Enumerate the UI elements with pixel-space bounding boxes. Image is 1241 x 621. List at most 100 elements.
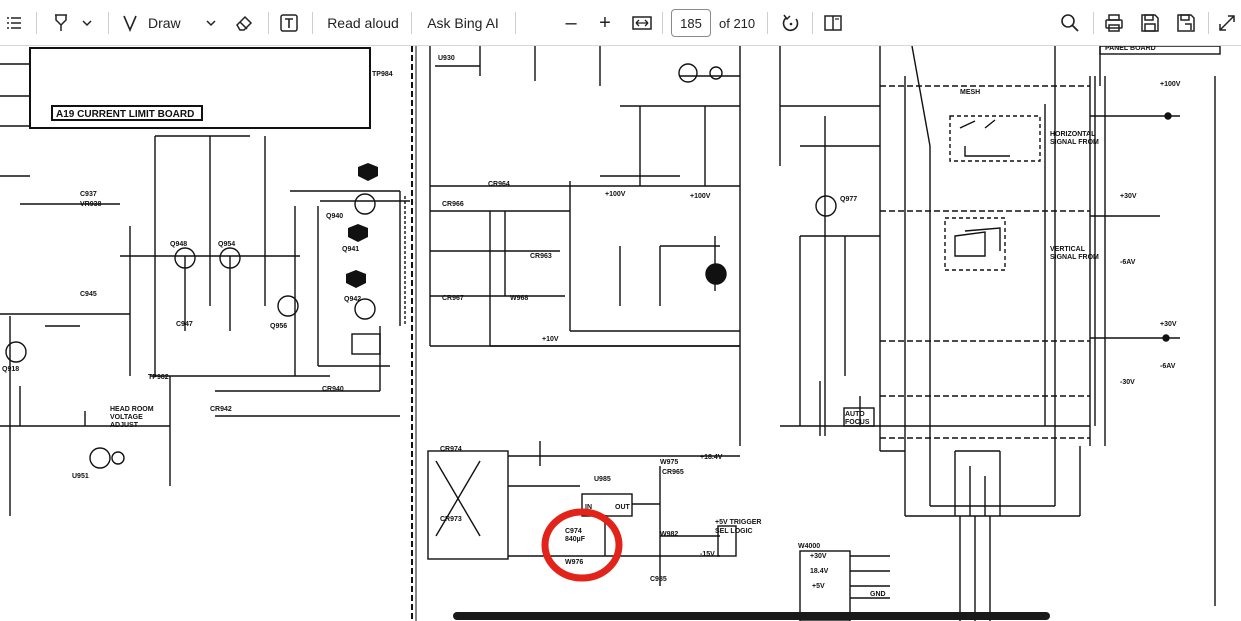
svg-text:W4000: W4000 <box>798 543 820 550</box>
svg-text:U930: U930 <box>438 55 455 62</box>
svg-text:CR964: CR964 <box>488 181 510 188</box>
svg-text:Q948: Q948 <box>170 241 187 248</box>
svg-text:+5V TRIGGER: +5V TRIGGER <box>715 519 761 526</box>
svg-text:W968: W968 <box>510 295 528 302</box>
toolbar-divider <box>1208 12 1209 34</box>
svg-text:AUTO: AUTO <box>845 411 865 418</box>
svg-text:Q942: Q942 <box>344 296 361 303</box>
svg-text:FOCUS: FOCUS <box>845 419 870 426</box>
highlighter-icon[interactable] <box>48 9 74 37</box>
toolbar-divider <box>108 12 109 34</box>
svg-text:VR938: VR938 <box>80 201 102 208</box>
toolbar-divider <box>515 12 516 34</box>
svg-text:-30V: -30V <box>1120 379 1135 386</box>
toolbar-divider <box>1093 12 1094 34</box>
draw-pen-icon <box>122 14 138 32</box>
search-icon[interactable] <box>1056 9 1084 37</box>
svg-text:+30V: +30V <box>1160 321 1177 328</box>
svg-text:+30V: +30V <box>810 553 827 560</box>
page-view-icon[interactable] <box>820 9 846 37</box>
toolbar-divider <box>812 12 813 34</box>
svg-text:Q977: Q977 <box>840 196 857 203</box>
save-icon[interactable] <box>1136 9 1164 37</box>
document-page[interactable]: A19 CURRENT LIMIT BOARD TP984 TP982 Q948… <box>0 46 1241 621</box>
svg-text:MESH: MESH <box>960 89 980 96</box>
toc-icon[interactable] <box>2 9 26 37</box>
read-aloud-button[interactable]: Read aloud <box>327 15 399 31</box>
toolbar-divider <box>36 12 37 34</box>
svg-text:TP982: TP982 <box>148 374 169 381</box>
svg-text:-15V: -15V <box>700 551 715 558</box>
save-as-icon[interactable] <box>1172 9 1200 37</box>
svg-text:VERTICAL: VERTICAL <box>1050 246 1086 253</box>
toolbar-divider <box>767 12 768 34</box>
svg-text:HORIZONTAL: HORIZONTAL <box>1050 131 1096 138</box>
svg-text:VOLTAGE: VOLTAGE <box>110 414 143 421</box>
svg-text:Q954: Q954 <box>218 241 235 248</box>
svg-text:+18.4V: +18.4V <box>700 454 723 461</box>
draw-label: Draw <box>148 15 181 31</box>
svg-text:+100V: +100V <box>690 193 711 200</box>
svg-text:840µF: 840µF <box>565 536 586 543</box>
svg-text:Q918: Q918 <box>2 366 19 373</box>
svg-text:GND: GND <box>870 591 886 598</box>
svg-text:SIGNAL FROM: SIGNAL FROM <box>1050 139 1099 146</box>
fit-width-icon[interactable] <box>628 9 656 37</box>
svg-text:Q941: Q941 <box>342 246 359 253</box>
svg-text:ADJUST: ADJUST <box>110 422 139 429</box>
svg-text:OUT: OUT <box>615 504 631 511</box>
page-total: of 210 <box>719 15 756 31</box>
rotate-icon[interactable] <box>778 9 804 37</box>
horizontal-scrollbar[interactable] <box>453 612 1050 620</box>
svg-text:U951: U951 <box>72 473 89 480</box>
ask-bing-ai-button[interactable]: Ask Bing AI <box>427 15 499 31</box>
svg-text:SEL LOGIC: SEL LOGIC <box>715 528 753 535</box>
schematic-drawing: A19 CURRENT LIMIT BOARD TP984 TP982 Q948… <box>0 46 1221 621</box>
text-box-icon[interactable] <box>276 9 302 37</box>
toolbar-divider <box>411 12 412 34</box>
red-annotation-circle <box>541 508 623 582</box>
svg-text:CR966: CR966 <box>442 201 464 208</box>
svg-text:18.4V: 18.4V <box>810 568 829 575</box>
svg-text:W982: W982 <box>660 531 678 538</box>
svg-text:IN: IN <box>585 504 592 511</box>
chevron-down-icon[interactable] <box>78 9 96 37</box>
svg-text:C985: C985 <box>650 576 667 583</box>
svg-text:C974: C974 <box>565 528 582 535</box>
svg-text:U985: U985 <box>594 476 611 483</box>
svg-text:+30V: +30V <box>1120 193 1137 200</box>
svg-text:SIGNAL FROM: SIGNAL FROM <box>1050 254 1099 261</box>
svg-text:CR965: CR965 <box>662 469 684 476</box>
svg-text:CR963: CR963 <box>530 253 552 260</box>
draw-button[interactable]: Draw <box>122 9 206 37</box>
svg-text:C945: C945 <box>80 291 97 298</box>
svg-text:A19 CURRENT LIMIT BOARD: A19 CURRENT LIMIT BOARD <box>56 109 194 120</box>
svg-text:TP984: TP984 <box>372 71 393 78</box>
svg-text:PANEL BOARD: PANEL BOARD <box>1105 46 1156 52</box>
print-icon[interactable] <box>1100 9 1128 37</box>
pdf-toolbar: Draw Read aloud Ask Bing AI – + 185 of 2… <box>0 0 1241 46</box>
svg-text:Q940: Q940 <box>326 213 343 220</box>
page-number-input[interactable]: 185 <box>671 9 711 37</box>
svg-text:-6AV: -6AV <box>1160 363 1176 370</box>
svg-text:CR940: CR940 <box>322 386 344 393</box>
toolbar-divider <box>662 12 663 34</box>
chevron-down-icon[interactable] <box>202 9 220 37</box>
svg-text:CR967: CR967 <box>442 295 464 302</box>
svg-text:+10V: +10V <box>542 336 559 343</box>
zoom-out-button[interactable]: – <box>565 11 577 34</box>
svg-text:CR973: CR973 <box>440 516 462 523</box>
svg-text:-6AV: -6AV <box>1120 259 1136 266</box>
svg-text:CR974: CR974 <box>440 446 462 453</box>
zoom-in-button[interactable]: + <box>599 11 611 34</box>
toolbar-divider <box>268 12 269 34</box>
svg-text:W976: W976 <box>565 559 583 566</box>
svg-text:CR942: CR942 <box>210 406 232 413</box>
svg-text:C937: C937 <box>80 191 97 198</box>
svg-text:HEAD ROOM: HEAD ROOM <box>110 406 154 413</box>
svg-text:C947: C947 <box>176 321 193 328</box>
svg-text:+5V: +5V <box>812 583 825 590</box>
expand-icon[interactable] <box>1214 9 1240 37</box>
toolbar-divider <box>312 12 313 34</box>
eraser-icon[interactable] <box>232 9 256 37</box>
